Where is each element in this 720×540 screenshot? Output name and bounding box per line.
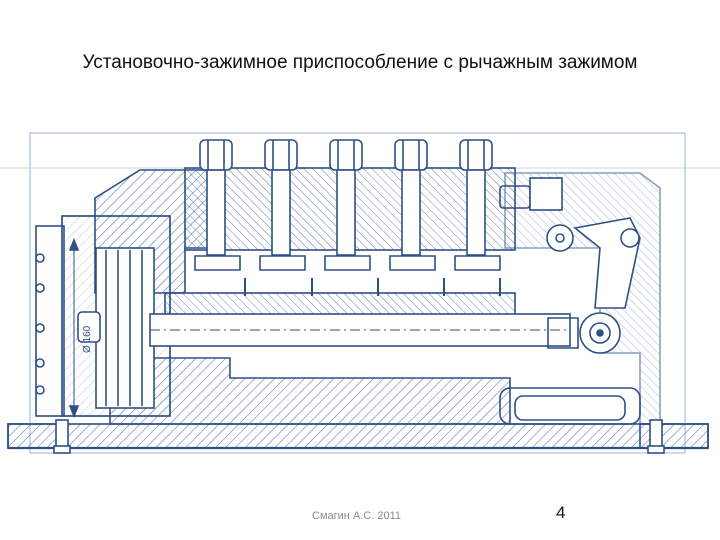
slide-title: Установочно-зажимное приспособление с ры… bbox=[82, 52, 638, 73]
clamp-bolt-2 bbox=[264, 139, 298, 256]
piston-rod bbox=[149, 313, 571, 347]
clamp-bolt-3 bbox=[329, 139, 363, 256]
clamp-bolt-5 bbox=[459, 139, 493, 256]
lever-mechanism bbox=[499, 177, 641, 354]
clamp-bolt-4 bbox=[394, 139, 428, 256]
foot-bolt-right bbox=[647, 419, 665, 454]
base-plate bbox=[7, 423, 709, 450]
pneumatic-cylinder bbox=[35, 215, 171, 419]
clamp-jaw-block bbox=[184, 139, 516, 296]
author-credit: Смагин А.С. 2011 bbox=[312, 510, 402, 522]
page-number: 4 bbox=[556, 503, 566, 522]
fixture-drawing: Ø 160 bbox=[0, 132, 720, 454]
cylinder-diameter-label: Ø 160 bbox=[82, 325, 93, 353]
foot-bolt-left bbox=[53, 419, 71, 454]
clamp-bolt-1 bbox=[199, 139, 233, 256]
